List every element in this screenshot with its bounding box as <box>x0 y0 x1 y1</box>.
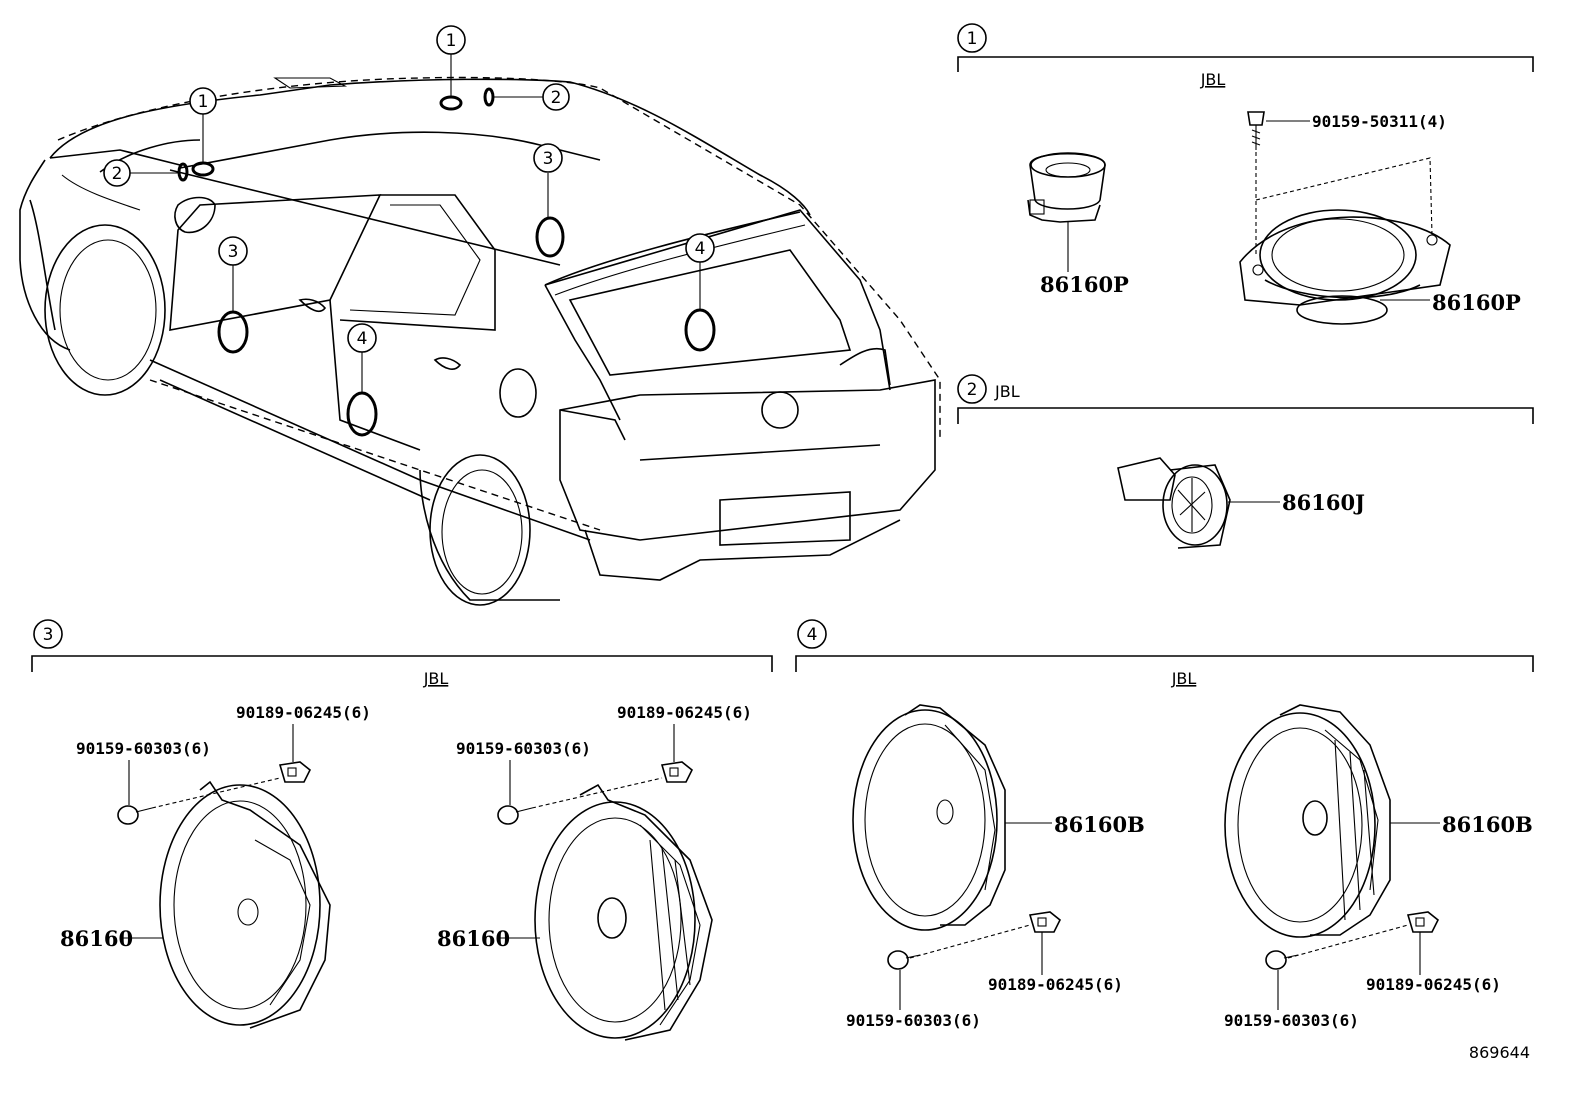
midrange-speaker-icon <box>1239 209 1451 325</box>
clip-nut-icon <box>1028 911 1062 933</box>
svg-text:3: 3 <box>43 625 54 645</box>
part-number-86160B-right: 86160B <box>1442 812 1533 837</box>
section-3-brand: JBL <box>423 669 449 688</box>
speaker-location-ring-3a <box>535 216 565 258</box>
section-4-callout: 4 <box>797 619 827 649</box>
section-4-bracket <box>795 655 1534 672</box>
callout-2-right: 2 <box>542 83 570 111</box>
svg-text:1: 1 <box>198 92 209 112</box>
svg-text:2: 2 <box>967 380 978 400</box>
svg-text:2: 2 <box>551 88 562 108</box>
clip-nut-icon <box>278 761 312 783</box>
svg-text:4: 4 <box>807 625 818 645</box>
speaker-location-ring-1a <box>439 95 463 111</box>
svg-text:1: 1 <box>967 29 978 49</box>
screw-icon <box>887 950 921 970</box>
part-number-90189-06245-a: 90189-06245(6) <box>236 703 371 722</box>
callout-1-front: 1 <box>189 87 217 115</box>
svg-text:3: 3 <box>543 149 554 169</box>
svg-text:1: 1 <box>446 31 457 51</box>
screw-icon <box>1247 111 1265 150</box>
section-4-brand: JBL <box>1171 669 1197 688</box>
screw-icon <box>1265 950 1299 970</box>
part-number-86160-a: 86160 <box>60 926 133 951</box>
speaker-icon <box>534 783 713 1041</box>
part-number-86160-b: 86160 <box>437 926 510 951</box>
section-1-brand: JBL <box>1200 70 1226 89</box>
callout-3-front: 3 <box>218 236 248 266</box>
section-2: 2 JBL 86160J <box>957 374 1534 549</box>
diagram-reference-number: 869644 <box>1469 1043 1530 1062</box>
svg-text:4: 4 <box>357 329 368 349</box>
callout-2-left: 2 <box>103 159 131 187</box>
part-number-86160P-right: 86160P <box>1432 290 1521 315</box>
part-number-90159-60303-c: 90159-60303(6) <box>846 1011 981 1030</box>
part-number-90159-60303-d: 90159-60303(6) <box>1224 1011 1359 1030</box>
callout-4-rear: 4 <box>685 233 715 263</box>
section-3-callout: 3 <box>33 619 63 649</box>
section-2-callout: 2 <box>957 374 987 404</box>
part-number-90189-06245-c: 90189-06245(6) <box>988 975 1123 994</box>
part-number-86160B-left: 86160B <box>1054 812 1145 837</box>
part-number-86160J: 86160J <box>1282 490 1365 515</box>
part-number-90189-06245-b: 90189-06245(6) <box>617 703 752 722</box>
section-1-callout: 1 <box>957 23 987 53</box>
svg-text:4: 4 <box>695 239 706 259</box>
tweeter-speaker-icon <box>1027 152 1106 223</box>
speaker-location-ring-4a <box>684 308 716 352</box>
callout-3-rear: 3 <box>533 143 563 173</box>
section-1: 1 JBL 86160P 90159-50311(4) <box>957 23 1534 325</box>
speaker-location-ring-2a <box>483 87 495 107</box>
section-2-bracket <box>957 407 1534 424</box>
screw-icon <box>497 805 533 825</box>
svg-text:2: 2 <box>112 164 123 184</box>
section-2-brand: JBL <box>994 382 1020 401</box>
speaker-location-ring-2b <box>177 162 189 182</box>
vehicle-illustration: 1 1 2 2 3 3 4 4 <box>19 25 941 606</box>
part-number-90159-60303-a: 90159-60303(6) <box>76 739 211 758</box>
section-3-bracket <box>31 655 773 672</box>
clip-nut-icon <box>1406 911 1440 933</box>
section-3: 3 JBL 90189-06245(6) 90159-60303(6) 8616… <box>31 619 773 1041</box>
screw-icon <box>117 805 153 825</box>
speaker-icon <box>852 704 1006 931</box>
section-4: 4 JBL 86160B 90189-06245(6) 90159-60303(… <box>795 619 1534 1030</box>
clip-nut-icon <box>660 761 694 783</box>
speaker-icon <box>1224 704 1391 938</box>
speaker-location-ring-1b <box>191 161 215 177</box>
part-number-90159-50311: 90159-50311(4) <box>1312 112 1447 131</box>
part-number-90189-06245-d: 90189-06245(6) <box>1366 975 1501 994</box>
tweeter-speaker-icon <box>1117 457 1231 549</box>
part-number-90159-60303-b: 90159-60303(6) <box>456 739 591 758</box>
svg-text:3: 3 <box>228 242 239 262</box>
callout-4-front: 4 <box>347 323 377 353</box>
speaker-icon <box>159 780 331 1029</box>
section-1-bracket <box>957 56 1534 72</box>
part-number-86160P-left: 86160P <box>1040 272 1129 297</box>
callout-1-top: 1 <box>436 25 466 55</box>
